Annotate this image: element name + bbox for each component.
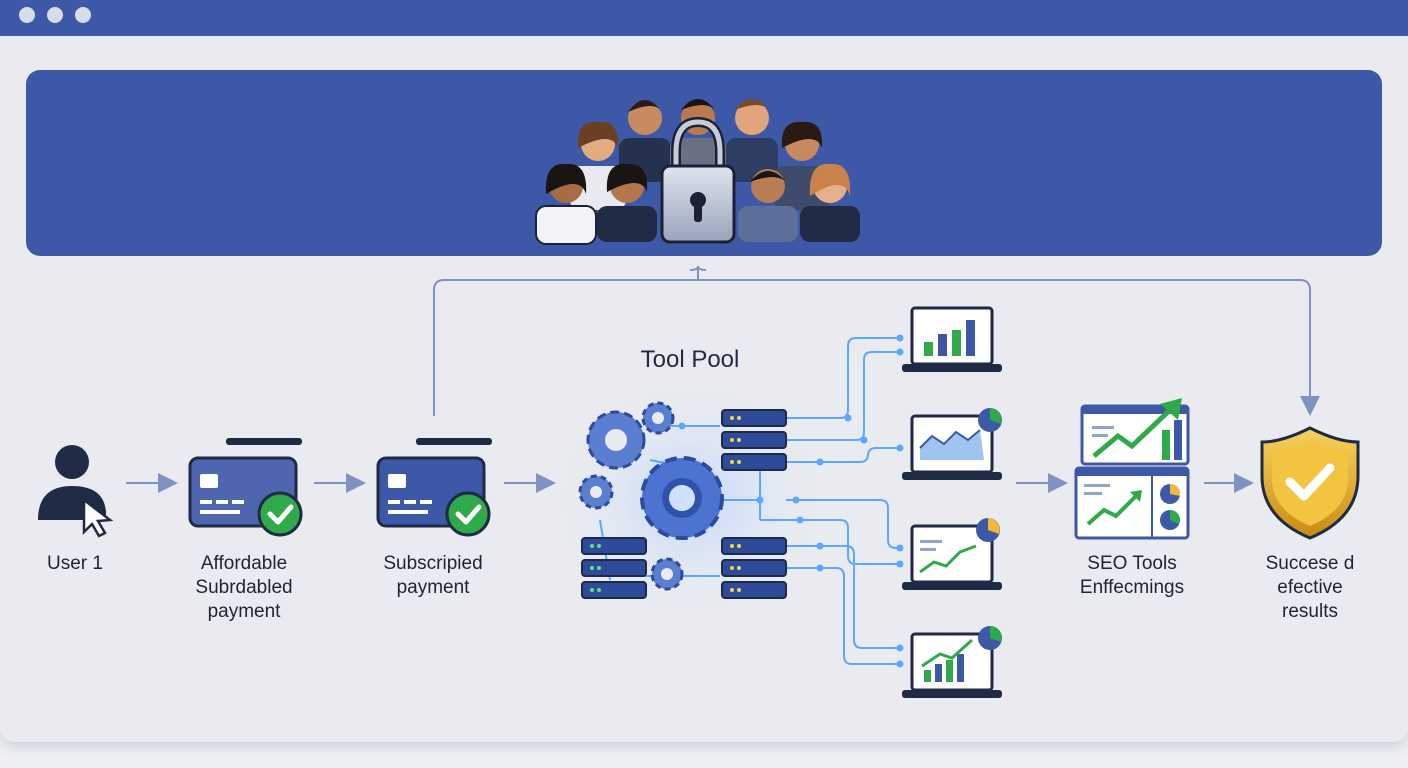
shield-check-icon bbox=[1260, 426, 1360, 540]
tool-pool-title: Tool Pool bbox=[640, 346, 740, 373]
app-window: Tool Pool User 1 Affordable Subrdabled p… bbox=[0, 0, 1408, 698]
window-close-button[interactable] bbox=[19, 7, 35, 23]
laptop-line-chart-icon bbox=[902, 518, 1002, 590]
label-line: Enffecmings bbox=[1079, 577, 1185, 598]
credit-card-check-icon bbox=[376, 438, 492, 537]
label-line: payment bbox=[207, 601, 281, 622]
gear-icon bbox=[586, 410, 646, 470]
credit-card-check-icon bbox=[188, 438, 303, 537]
label-line: Affordable bbox=[200, 553, 288, 574]
user-cursor-icon bbox=[38, 445, 114, 538]
tool-pool-cluster bbox=[550, 334, 904, 668]
server-stack-icon bbox=[721, 409, 787, 471]
label-line: efective bbox=[1277, 577, 1343, 598]
laptop-growth-chart-icon bbox=[902, 626, 1002, 698]
step-label-subscribed: Subscripied payment bbox=[353, 552, 513, 600]
label-line: results bbox=[1282, 601, 1338, 622]
label-line: Succese d bbox=[1265, 553, 1355, 574]
label-line: Subscripied bbox=[383, 553, 483, 574]
lock-icon bbox=[660, 116, 736, 244]
step-label-user: User 1 bbox=[15, 552, 135, 576]
title-bar bbox=[0, 0, 1408, 36]
gear-icon bbox=[650, 557, 684, 591]
window-minimize-button[interactable] bbox=[47, 7, 63, 23]
step-label-success: Succese d efective results bbox=[1230, 552, 1390, 624]
laptop-area-chart-icon bbox=[902, 408, 1002, 480]
gear-icon bbox=[640, 456, 724, 540]
label-line: Subrdabled bbox=[195, 577, 293, 598]
laptop-bar-chart-icon bbox=[902, 306, 1002, 372]
step-label-affordable: Affordable Subrdabled payment bbox=[164, 552, 324, 624]
label-line: SEO Tools bbox=[1087, 553, 1177, 574]
server-stack-icon bbox=[581, 537, 647, 599]
server-stack-icon bbox=[721, 537, 787, 599]
connector-lines bbox=[126, 265, 1310, 493]
flow-diagram bbox=[38, 99, 1360, 698]
step-label-seo: SEO Tools Enffecmings bbox=[1052, 552, 1212, 600]
analytics-dashboard-icon bbox=[1074, 398, 1190, 540]
label-line: payment bbox=[396, 577, 470, 598]
gear-icon bbox=[578, 474, 614, 510]
window-maximize-button[interactable] bbox=[75, 7, 91, 23]
gear-icon bbox=[641, 401, 675, 435]
team-icon bbox=[535, 99, 860, 245]
label-line: User 1 bbox=[47, 553, 103, 574]
